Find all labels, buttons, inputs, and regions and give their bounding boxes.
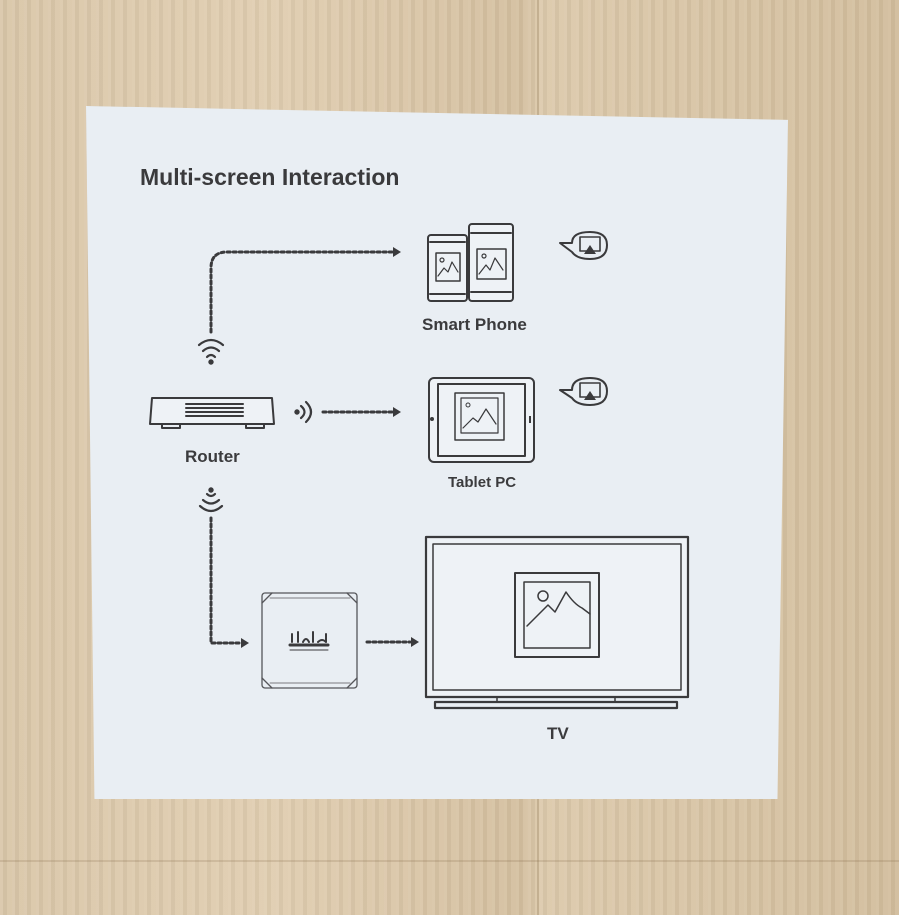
- router-icon: [149, 397, 275, 429]
- tv-label: TV: [547, 724, 569, 743]
- box-logo: [288, 631, 330, 651]
- wifi-icon: [294, 400, 313, 424]
- page-title: Multi-screen Interaction: [140, 164, 400, 190]
- smart-phone-icon: [468, 223, 514, 302]
- connection-router-to-box: [209, 516, 242, 645]
- wood-seam-horizontal: [0, 860, 899, 862]
- connection-router-to-phone: [209, 250, 394, 334]
- tv-box-icon: [261, 592, 358, 689]
- tablet-label: Tablet PC: [448, 474, 517, 491]
- router-label: Router: [185, 447, 240, 466]
- arrow-head: [411, 637, 419, 647]
- tablet-icon: [428, 377, 535, 463]
- arrow-head: [393, 407, 401, 417]
- tv-icon: [424, 535, 690, 710]
- smart-phone-icon: [427, 234, 468, 302]
- wifi-icon: [197, 338, 225, 365]
- airplay-icon: [559, 377, 608, 406]
- arrow-head: [241, 638, 249, 648]
- smart-phone-label: Smart Phone: [422, 315, 527, 334]
- wifi-icon: [198, 487, 224, 513]
- arrow-head: [393, 247, 401, 257]
- airplay-icon: [559, 231, 608, 260]
- image-icon: [514, 572, 600, 658]
